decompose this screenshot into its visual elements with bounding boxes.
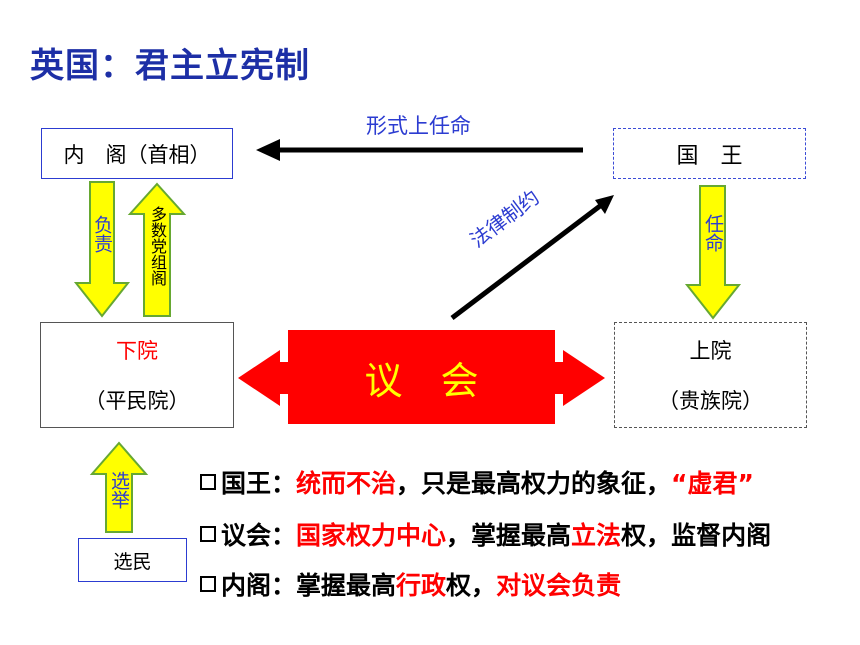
formal-appoint-arrow bbox=[256, 139, 583, 161]
checkbox-icon bbox=[200, 474, 216, 490]
lower-house-sublabel: （平民院） bbox=[84, 389, 190, 413]
page-title: 英国：君主立宪制 bbox=[30, 46, 310, 86]
point-text: 对议会负责 bbox=[496, 571, 622, 600]
point-text: 掌握最高 bbox=[296, 571, 397, 600]
responsible-label: 负责 bbox=[91, 215, 113, 253]
voters-label: 选民 bbox=[113, 550, 152, 573]
majority-forms-label: 多数党组阁 bbox=[148, 206, 167, 286]
king-label: 国 王 bbox=[676, 143, 743, 169]
point-text: 立法 bbox=[571, 521, 622, 550]
elect-label: 选举 bbox=[108, 471, 130, 509]
voters-node: 选民 bbox=[78, 538, 187, 582]
king-node: 国 王 bbox=[613, 128, 806, 179]
elect-arrow bbox=[89, 441, 149, 533]
point-prefix: 国王： bbox=[221, 469, 297, 498]
point-text: ，只是最高权力的象征， bbox=[396, 469, 672, 498]
parliament-label: 议 会 bbox=[364, 358, 479, 403]
point-text: 权， bbox=[446, 571, 497, 600]
formal-appoint-label: 形式上任命 bbox=[366, 114, 471, 138]
checkbox-icon bbox=[200, 576, 216, 592]
upper-house-sublabel: （贵族院） bbox=[658, 389, 763, 413]
lower-house-node: 下院 （平民院） bbox=[40, 322, 234, 428]
appoint-arrow bbox=[684, 185, 742, 320]
point-prefix: 议会： bbox=[221, 521, 297, 550]
point-text: 国家权力中心 bbox=[296, 521, 447, 550]
lower-house-label: 下院 bbox=[116, 339, 158, 363]
checkbox-icon bbox=[200, 526, 216, 542]
responsible-arrow bbox=[73, 181, 131, 318]
cabinet-label: 内 阁（首相） bbox=[63, 142, 211, 167]
point-text: ，掌握最高 bbox=[446, 521, 572, 550]
appoint-label: 任命 bbox=[702, 214, 724, 252]
parliament-double-arrow bbox=[238, 330, 605, 424]
upper-house-node: 上院 （贵族院） bbox=[614, 322, 807, 428]
point-king: 国王： 统而不治 ，只是最高权力的象征， “虚君” bbox=[200, 464, 754, 500]
point-text: 统而不治 bbox=[296, 469, 397, 498]
upper-house-label: 上院 bbox=[689, 339, 732, 363]
cabinet-node: 内 阁（首相） bbox=[41, 128, 233, 179]
majority-forms-arrow bbox=[127, 182, 187, 317]
point-text: “虚君” bbox=[671, 469, 754, 498]
legal-constraint-arrow bbox=[450, 195, 614, 320]
point-cabinet: 内阁： 掌握最高 行政 权， 对议会负责 bbox=[200, 566, 621, 602]
point-prefix: 内阁： bbox=[221, 571, 297, 600]
point-parliament: 议会： 国家权力中心 ，掌握最高 立法 权，监督内阁 bbox=[200, 516, 771, 552]
point-text: 权，监督内阁 bbox=[621, 521, 772, 550]
point-text: 行政 bbox=[396, 571, 447, 600]
